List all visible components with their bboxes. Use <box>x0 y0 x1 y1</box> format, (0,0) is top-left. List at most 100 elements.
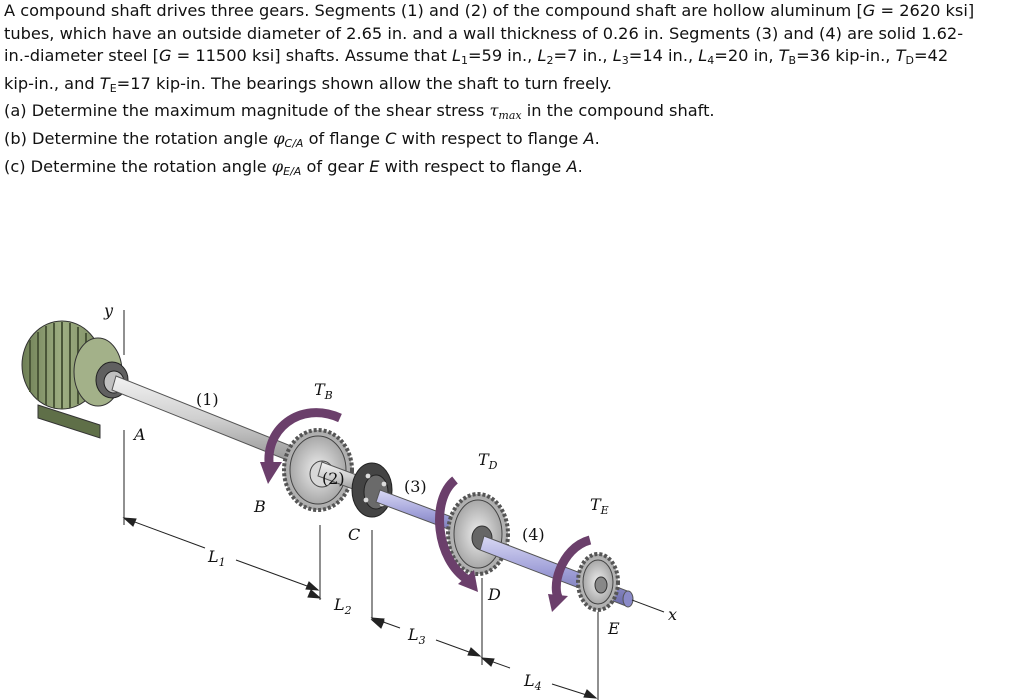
label-E: E <box>607 619 620 638</box>
subscript: 2 <box>546 54 554 68</box>
text: =36 kip-in., <box>796 46 896 66</box>
symbol-L: L <box>537 46 547 66</box>
subscript: 2 <box>344 604 352 617</box>
label-C: C <box>348 525 360 544</box>
subscript: E <box>600 504 609 517</box>
question-a: (a) Determine the maximum magnitude of t… <box>4 100 1020 128</box>
segment-1-label: (1) <box>196 390 219 409</box>
subscript: 1 <box>219 556 226 569</box>
text: = 2620 ksi] <box>875 1 975 20</box>
symbol-A: A <box>566 156 578 176</box>
symbol-L: L <box>451 46 461 66</box>
text: (a) Determine the maximum magnitude of t… <box>4 101 490 121</box>
y-axis: y <box>103 301 125 355</box>
subscript: 4 <box>707 54 715 68</box>
symbol-phi: φ <box>271 156 284 176</box>
symbol-L: L <box>698 46 708 66</box>
svg-text:L4: L4 <box>523 671 542 693</box>
text: =42 <box>913 46 949 66</box>
subscript: E <box>109 81 117 95</box>
problem-line-1: A compound shaft drives three gears. Seg… <box>4 0 1020 23</box>
question-b: (b) Determine the rotation angle φC/A of… <box>4 128 1020 156</box>
symbol-A: A <box>583 128 595 148</box>
question-c: (c) Determine the rotation angle φE/A of… <box>4 156 1020 184</box>
text: =17 kip-in. The bearings shown allow the… <box>116 73 612 93</box>
symbol-L: L <box>612 46 622 66</box>
problem-statement: A compound shaft drives three gears. Seg… <box>4 0 1020 183</box>
svg-text:TD: TD <box>478 450 498 472</box>
svg-text:TE: TE <box>590 495 609 517</box>
problem-line-2: tubes, which have an outside diameter of… <box>4 23 964 43</box>
subscript: 4 <box>534 680 542 693</box>
subscript: B <box>788 54 797 68</box>
text: =59 in., <box>467 46 538 66</box>
segment-3-label: (3) <box>404 477 427 496</box>
symbol-T: T <box>478 450 490 469</box>
text: (b) Determine the rotation angle <box>4 128 274 148</box>
x-axis: x <box>622 590 677 624</box>
text: in.-diameter steel [ <box>4 46 159 66</box>
symbol-phi: φ <box>273 128 285 148</box>
shaft-diagram: y (2) <box>21 301 677 700</box>
subscript: D <box>488 459 498 472</box>
subscript: 1 <box>460 54 468 68</box>
subscript: max <box>498 109 522 123</box>
dimension-lines <box>122 430 599 700</box>
gear-E <box>576 552 620 612</box>
symbol-T: T <box>99 73 110 93</box>
subscript: 3 <box>419 634 426 647</box>
dimension-label-L1: L1 <box>207 547 226 569</box>
motor <box>21 320 129 439</box>
text: of flange <box>303 128 386 148</box>
torque-label-TD: TD <box>478 450 498 472</box>
text: = 11500 ksi] shafts. Assume that <box>171 46 452 66</box>
text: (c) Determine the rotation angle <box>4 156 272 176</box>
x-axis-label: x <box>668 605 677 624</box>
subscript: 3 <box>621 54 629 68</box>
subscript: D <box>905 54 914 68</box>
symbol-T: T <box>778 46 789 66</box>
text: A compound shaft drives three gears. Seg… <box>4 1 863 20</box>
segment-2-label: (2) <box>322 469 345 488</box>
torque-label-TE: TE <box>590 495 609 517</box>
subscript: C/A <box>284 136 304 150</box>
label-D: D <box>487 585 501 604</box>
gear-D <box>446 492 510 576</box>
text: . <box>577 156 583 176</box>
flange-C <box>351 462 393 518</box>
text: in the compound shaft. <box>521 101 715 121</box>
torque-arrow-D <box>435 476 478 592</box>
dimension-label-L2: L2 <box>333 595 352 617</box>
symbol-L: L <box>407 625 419 644</box>
symbol-T: T <box>314 380 326 399</box>
symbol-G: G <box>862 1 876 20</box>
text: with respect to flange <box>396 128 584 148</box>
text: kip-in., and <box>4 73 100 93</box>
dimension-label-L3: L3 <box>407 625 426 647</box>
svg-text:L2: L2 <box>333 595 352 617</box>
symbol-G: G <box>158 46 172 66</box>
symbol-T: T <box>590 495 602 514</box>
text: of gear <box>301 156 370 176</box>
text: =7 in., <box>553 46 613 66</box>
svg-text:L1: L1 <box>207 547 226 569</box>
symbol-L: L <box>333 595 345 614</box>
text: =14 in., <box>628 46 699 66</box>
label-A: A <box>132 425 146 444</box>
label-B: B <box>253 497 266 516</box>
symbol-E: E <box>369 156 380 176</box>
symbol-L: L <box>207 547 219 566</box>
text: with respect to flange <box>379 156 567 176</box>
y-axis-label: y <box>103 301 114 320</box>
svg-text:L3: L3 <box>407 625 426 647</box>
symbol-T: T <box>895 46 906 66</box>
torque-label-TB: TB <box>314 380 333 402</box>
symbol-L: L <box>523 671 535 690</box>
problem-line-4: kip-in., and TE=17 kip-in. The bearings … <box>4 73 1020 101</box>
symbol-tau: τ <box>489 101 499 121</box>
subscript: E/A <box>283 164 302 178</box>
text: =20 in, <box>714 46 779 66</box>
segment-4-label: (4) <box>522 525 545 544</box>
svg-text:TB: TB <box>314 380 333 402</box>
symbol-C: C <box>385 128 397 148</box>
